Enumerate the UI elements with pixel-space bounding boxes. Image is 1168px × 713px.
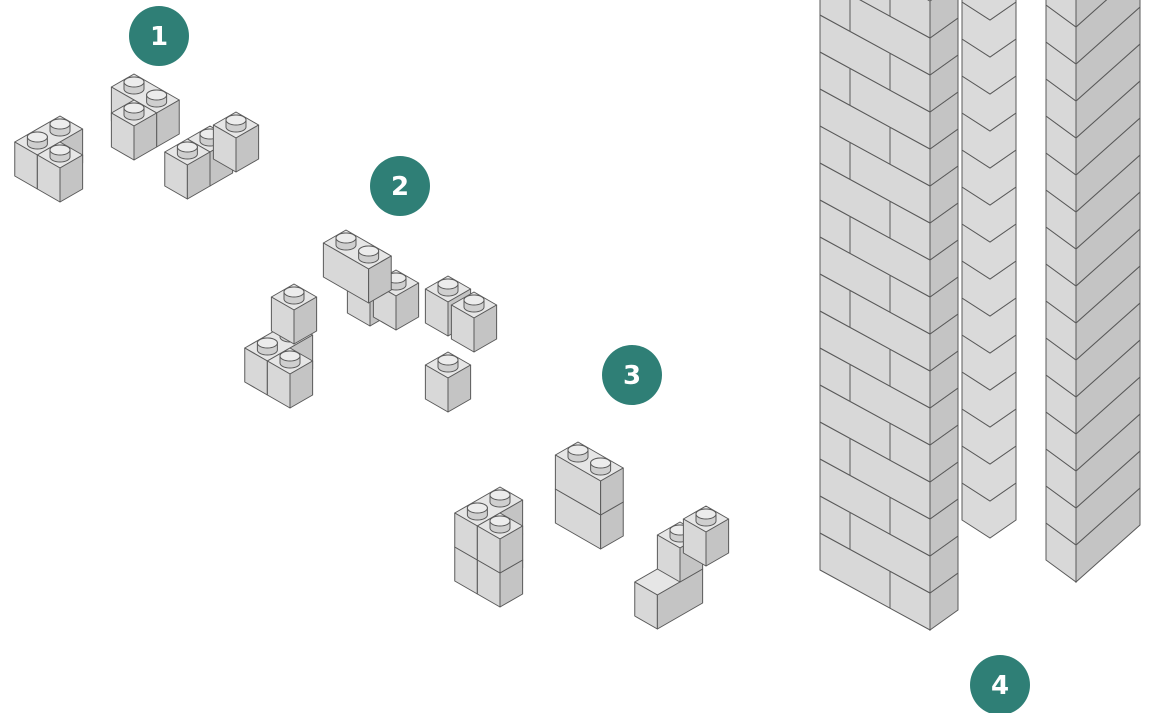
- step-badge-2-label: 2: [391, 172, 409, 202]
- step-badge-3-label: 3: [623, 361, 641, 391]
- step-badge-2: 2: [370, 156, 430, 216]
- brick: [323, 230, 391, 303]
- brick-stud: [438, 355, 458, 372]
- brick-stud: [359, 246, 379, 263]
- brick: [111, 100, 156, 160]
- brick: [683, 506, 728, 566]
- brick-stud: [490, 490, 510, 507]
- brick-stud: [124, 77, 144, 94]
- step-3-brick-unit: [455, 442, 729, 629]
- brick-stud: [147, 90, 167, 107]
- brick-stud: [438, 279, 458, 296]
- brick: [165, 139, 210, 199]
- step-2-brick-layer: [245, 230, 497, 412]
- brick-stud: [336, 233, 356, 250]
- brick: [213, 112, 258, 172]
- step-badge-4-label: 4: [991, 671, 1009, 701]
- step-badge-1-label: 1: [150, 22, 168, 52]
- brick-stud: [177, 142, 197, 159]
- brick: [451, 292, 496, 352]
- brick: [271, 284, 316, 344]
- brick-stud: [464, 295, 484, 312]
- brick-stud: [284, 287, 304, 304]
- brick-stud: [124, 103, 144, 120]
- step-1-brick-layer: [15, 74, 259, 202]
- brick-stud: [467, 503, 487, 520]
- brick: [477, 513, 522, 573]
- brick-stud: [50, 145, 70, 162]
- brick-stud: [257, 338, 277, 355]
- step-badge-1: 1: [129, 6, 189, 66]
- brick-stud: [568, 445, 588, 462]
- brick-stud: [280, 351, 300, 368]
- brick: [37, 142, 82, 202]
- brick-stud: [226, 115, 246, 132]
- brick-stud: [27, 132, 47, 149]
- step-badge-4: 4: [970, 655, 1030, 713]
- brick-stud: [490, 516, 510, 533]
- step-badge-3: 3: [602, 345, 662, 405]
- brick: [425, 352, 470, 412]
- brick-stud: [696, 509, 716, 526]
- brick-stud: [50, 119, 70, 136]
- brick: [267, 348, 312, 408]
- brick-stud: [591, 458, 611, 475]
- step-4-brick-column: [820, 0, 1140, 630]
